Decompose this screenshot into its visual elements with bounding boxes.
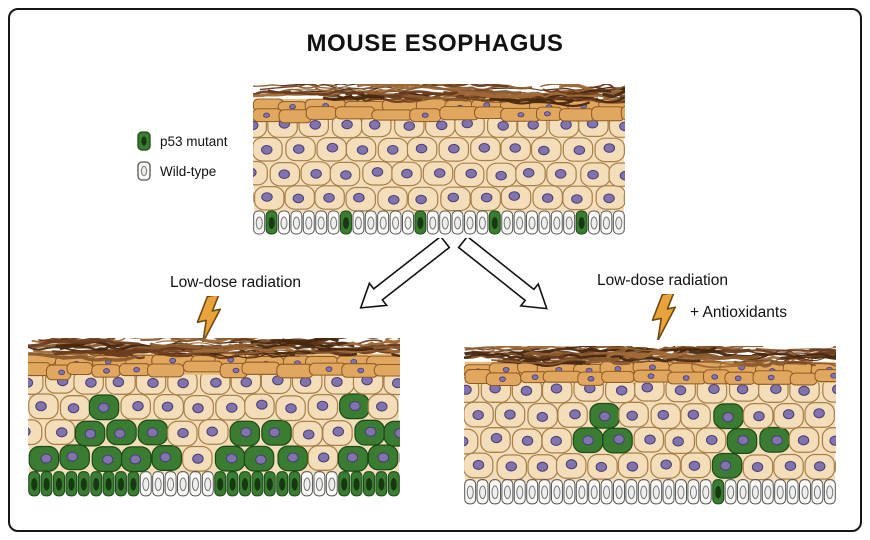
esophagus-tissue-radiation: [28, 338, 400, 497]
legend: p53 mutant Wild-type: [137, 131, 228, 181]
arrow-right-icon: [457, 238, 548, 310]
lightning-bolt-icon: [651, 294, 677, 340]
figure-title: MOUSE ESOPHAGUS: [306, 30, 564, 57]
figure-border: [8, 8, 862, 532]
wild-type-cell-icon: [137, 161, 151, 181]
lightning-bolt-shape: [651, 294, 677, 340]
p53-mutant-cell-icon: [137, 131, 151, 151]
lightning-bolt-icon: [196, 296, 222, 342]
esophagus-tissue-baseline: [253, 84, 625, 235]
legend-item-wild-type: Wild-type: [137, 161, 228, 181]
legend-label-wild-type: Wild-type: [160, 163, 217, 179]
left-branch-label: Low-dose radiation: [170, 274, 301, 291]
lightning-bolt-shape: [196, 296, 222, 342]
legend-label-p53-mutant: p53 mutant: [160, 133, 228, 149]
right-branch-label-line1: Low-dose radiation: [597, 272, 728, 289]
legend-item-p53-mutant: p53 mutant: [137, 131, 228, 151]
esophagus-tissue-antioxidants: [464, 346, 836, 505]
right-branch-label-line2: + Antioxidants: [690, 304, 787, 321]
branch-arrows: [359, 238, 548, 310]
arrow-left-icon: [359, 238, 451, 309]
